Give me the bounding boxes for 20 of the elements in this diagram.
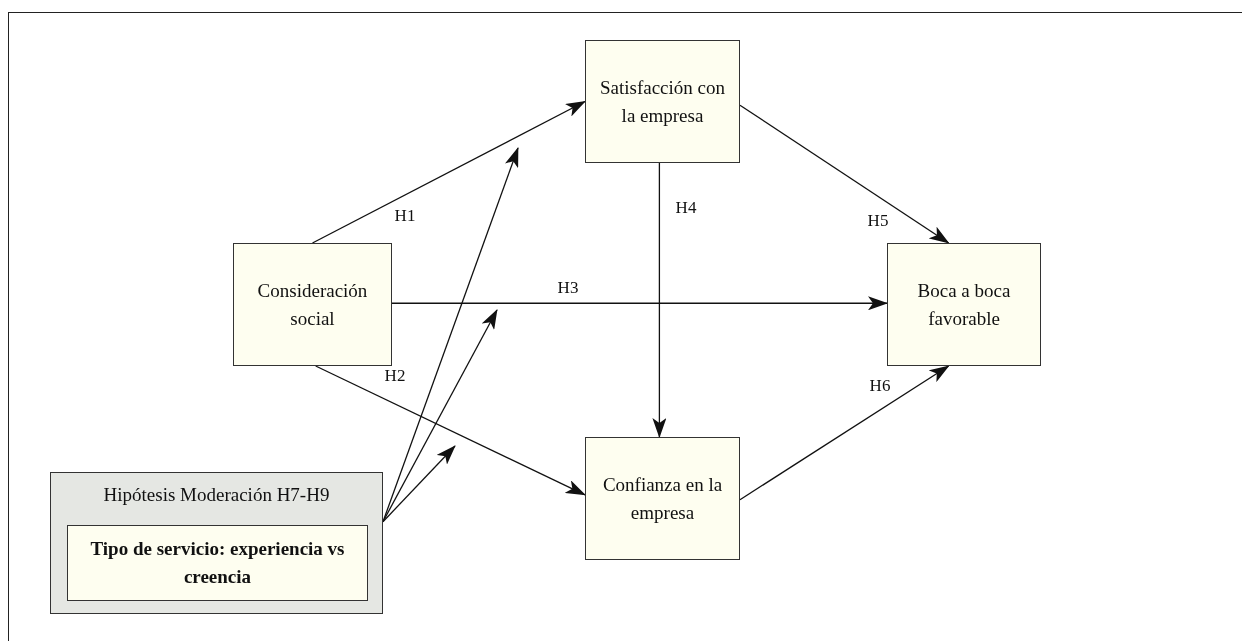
moderation-arrow [382,309,498,523]
construct-label: Confianza en la empresa [601,472,724,525]
arrow [739,365,950,501]
construct-box [585,40,740,163]
arrow [739,104,950,244]
group-title: Hipótesis Moderación H7-H9 [103,483,330,507]
arrow [652,162,667,438]
moderation-arrow [382,445,456,523]
arrow [315,365,586,496]
construct-box [233,243,392,366]
arrow [391,296,888,311]
group-box [50,472,383,614]
construct-box [887,243,1041,366]
construct-box [67,525,368,601]
construct-label: Boca a boca favorable [916,278,1012,331]
construct-label: Tipo de servicio: experiencia vs creencia [89,537,346,589]
construct-label: Consideración social [256,278,369,331]
construct-label: Satisfacción con la empresa [598,75,726,128]
arrow [311,100,586,244]
construct-box [585,437,740,560]
